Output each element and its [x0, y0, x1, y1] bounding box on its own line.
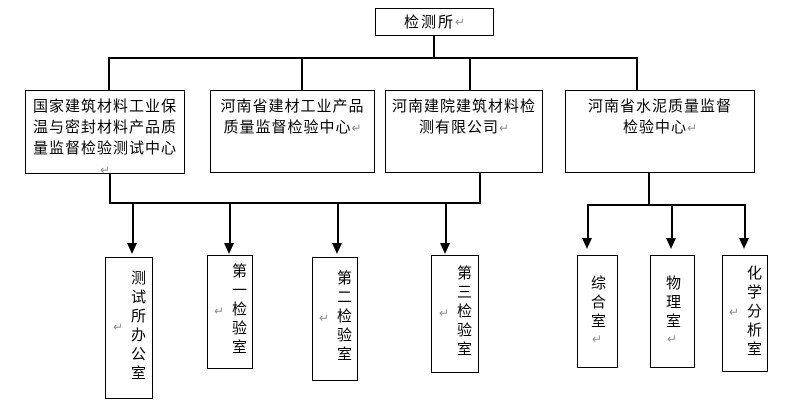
- org-node-office: 测试所办公室 ↵: [105, 257, 153, 399]
- arrow-down-icon: [224, 243, 234, 254]
- connector-drop-box1: [108, 57, 110, 90]
- return-mark: ↵: [686, 121, 698, 135]
- org-node-physics-room: 物理室↵: [650, 255, 695, 368]
- connector-box1-drop: [109, 173, 111, 202]
- return-mark: ↵: [454, 14, 466, 29]
- org-node-label-line: 河南省水泥质量监督: [587, 98, 732, 115]
- org-node-root: 检测所↵: [375, 8, 494, 36]
- org-node-label-line: 温与密封材料产品质: [32, 119, 177, 136]
- org-node-henan-jianyuan-testing-company: 河南建院建筑材料检 测有限公司↵: [385, 90, 543, 173]
- org-node-lab-1: 第一检验室 ↵: [207, 255, 253, 369]
- org-node-label: 第一检验室: [230, 263, 247, 358]
- arrow-down-icon: [582, 238, 592, 249]
- org-node-label: 化学分析室: [745, 264, 762, 360]
- org-node-label: 综合室: [589, 274, 606, 332]
- arrow-down-icon: [440, 243, 450, 254]
- connector-drop-box4: [636, 57, 638, 90]
- return-mark: ↵: [351, 121, 362, 135]
- org-node-lab-3: 第三检验室 ↵: [431, 255, 479, 373]
- org-node-label: 测试所办公室: [129, 269, 146, 384]
- org-node-lab-2: 第二检验室 ↵: [312, 257, 358, 381]
- org-node-label-line: 质量监督检验中心: [223, 119, 352, 136]
- connector-arrow-wuli: [671, 204, 673, 239]
- return-mark: ↵: [498, 121, 510, 135]
- org-node-label-line: 测有限公司: [418, 119, 499, 136]
- org-node-label-line: 河南省建材工业产品: [220, 98, 365, 115]
- connector-box3-drop: [479, 172, 481, 202]
- return-mark: ↵: [665, 331, 679, 346]
- org-node-label-line: 河南建院建筑材料检: [391, 98, 536, 115]
- org-node-national-insulation-sealing-center: 国家建筑材料工业保 温与密封材料产品质 量监督检验测试中心 ↵: [25, 90, 185, 177]
- connector-arrow-lab3: [445, 202, 447, 244]
- connector-drop-box2: [301, 57, 303, 90]
- connector-drop-box3: [469, 57, 471, 90]
- arrow-down-icon: [332, 243, 342, 254]
- return-mark: ↵: [212, 303, 226, 318]
- return-mark: ↵: [590, 331, 604, 346]
- org-node-label: 第三检验室: [455, 265, 472, 360]
- org-node-label-line: 国家建筑材料工业保: [32, 98, 177, 115]
- connector-right-rail: [587, 204, 746, 206]
- org-node-label: 检测所: [403, 13, 455, 31]
- connector-arrow-office: [132, 202, 134, 244]
- return-mark: ↵: [111, 319, 125, 334]
- return-mark: ↵: [99, 163, 111, 177]
- connector-left-rail: [109, 202, 481, 204]
- connector-arrow-zonghe: [587, 204, 589, 239]
- return-mark: ↵: [437, 305, 451, 320]
- arrow-down-icon: [666, 238, 676, 249]
- org-node-label-line: 检验中心: [622, 119, 687, 136]
- connector-arrow-lab1: [229, 202, 231, 244]
- arrow-down-icon: [127, 243, 137, 254]
- connector-root-drop: [433, 36, 435, 57]
- arrow-down-icon: [739, 238, 749, 249]
- org-node-label: 第二检验室: [335, 270, 352, 365]
- connector-arrow-huaxue: [744, 204, 746, 239]
- return-mark: ↵: [317, 310, 331, 325]
- org-node-label-line: 量监督检验测试中心: [32, 140, 177, 157]
- org-node-chemical-analysis-room: 化学分析室 ↵: [722, 255, 768, 372]
- org-node-henan-building-materials-center: 河南省建材工业产品 质量监督检验中心↵: [210, 90, 375, 173]
- connector-level2-rail: [108, 57, 638, 59]
- connector-arrow-lab2: [337, 202, 339, 244]
- org-node-comprehensive-room: 综合室↵: [577, 255, 618, 368]
- connector-box4-drop: [648, 172, 650, 204]
- org-node-henan-cement-supervision-center: 河南省水泥质量监督 检验中心↵: [565, 90, 755, 173]
- return-mark: ↵: [727, 305, 741, 319]
- org-node-label: 物理室: [664, 274, 681, 332]
